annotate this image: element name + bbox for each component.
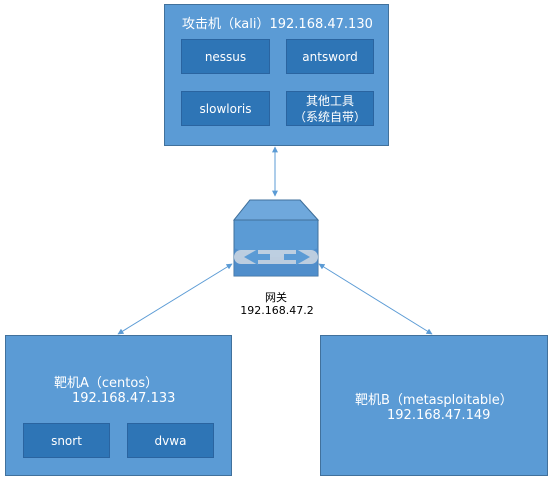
service-dvwa: dvwa bbox=[127, 423, 214, 458]
tool-antsword: antsword bbox=[286, 39, 374, 74]
gateway-router-icon bbox=[232, 199, 320, 277]
attacker-node: 攻击机（kali）192.168.47.130 nessus antsword … bbox=[164, 4, 389, 146]
tool-other-sublabel: （系统自带） bbox=[293, 109, 366, 124]
service-snort-label: snort bbox=[51, 433, 82, 448]
tool-other: 其他工具 （系统自带） bbox=[286, 91, 374, 126]
gateway-ip: 192.168.47.2 bbox=[240, 304, 314, 317]
edge-gateway-target-a bbox=[117, 263, 233, 335]
edge-gateway-target-b bbox=[318, 263, 433, 335]
target-a-title: 靶机A（centos） bbox=[54, 376, 159, 391]
tool-other-label: 其他工具 bbox=[305, 93, 354, 108]
attacker-title: 攻击机（kali）192.168.47.130 bbox=[182, 17, 373, 32]
target-b-node: 靶机B（metasploitable） 192.168.47.149 bbox=[320, 335, 548, 476]
service-snort: snort bbox=[23, 423, 110, 458]
tool-slowloris-label: slowloris bbox=[199, 101, 252, 116]
tool-slowloris: slowloris bbox=[181, 91, 270, 126]
gateway-label: 网关 bbox=[265, 291, 287, 304]
tool-nessus-label: nessus bbox=[204, 49, 247, 64]
tool-nessus: nessus bbox=[181, 39, 270, 74]
target-a-node: 靶机A（centos） 192.168.47.133 snort dvwa bbox=[5, 335, 232, 476]
target-b-title: 靶机B（metasploitable） bbox=[355, 393, 513, 408]
target-b-ip: 192.168.47.149 bbox=[387, 408, 491, 423]
tool-antsword-label: antsword bbox=[302, 49, 358, 64]
target-a-ip: 192.168.47.133 bbox=[72, 391, 176, 406]
service-dvwa-label: dvwa bbox=[154, 433, 187, 448]
